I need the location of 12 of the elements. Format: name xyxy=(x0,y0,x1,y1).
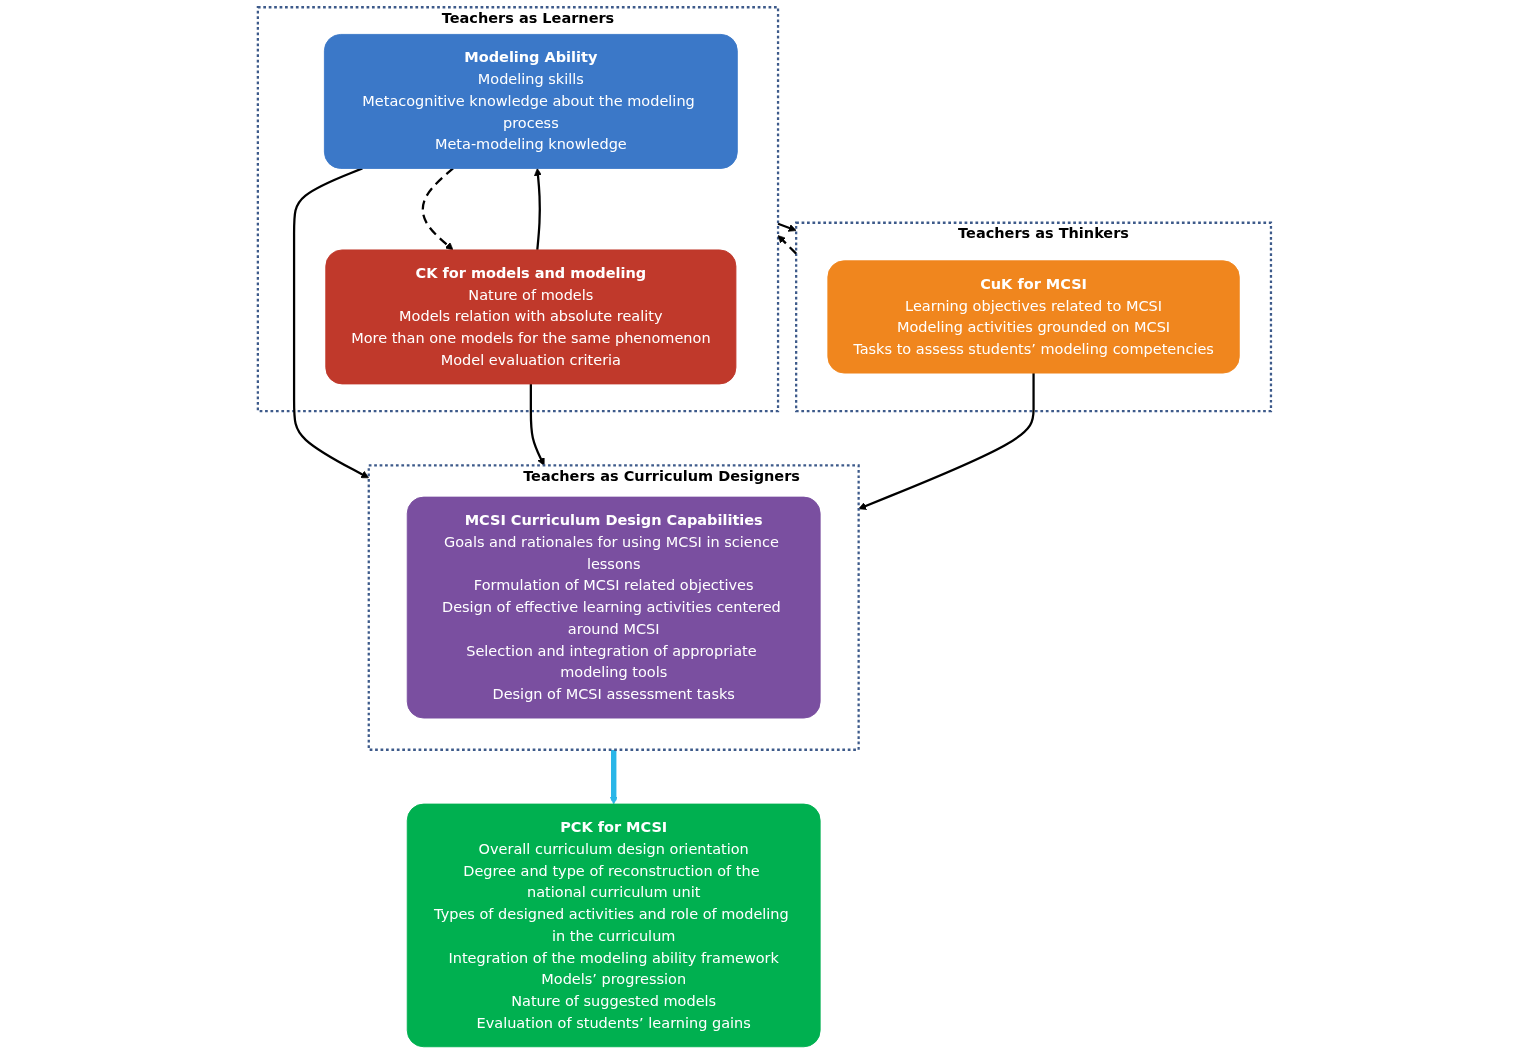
arrow xyxy=(858,373,1035,510)
arrow xyxy=(777,222,797,232)
node-box: PCK for MCSI Overall curriculum design orientation Degree and type of reconstruction of the national curriculum unit Types of designed activities and role of modeling in the curriculum Integration of the modeling ability framework Models’ progression Nature of suggested models Evaluation of students’ learning gains xyxy=(406,803,821,1048)
node-box: Modeling Ability Modeling skills Metacognitive knowledge about the modeling process Meta-modeling knowledge xyxy=(324,33,738,169)
node-box: CK for models and modeling Nature of models Models relation with absolute reality More than one models for the same phenomenon Model evaluation criteria xyxy=(325,249,737,385)
arrow xyxy=(529,383,545,466)
arrow xyxy=(777,235,798,255)
node-box: CuK for MCSI Learning objectives related to MCSI Modeling activities grounded on MCSI Tasks to assess students’ modeling competencies xyxy=(827,260,1240,374)
arrow xyxy=(534,168,543,251)
arrow xyxy=(609,749,618,805)
arrow xyxy=(421,167,454,251)
node-box: MCSI Curriculum Design Capabilities Goals and rationales for using MCSI in science lessons Formulation of MCSI related objectives Design of effective learning activities centered around MCSI Selection and integration of appropriate modeling tools Design of MCSI assessment tasks xyxy=(406,496,821,719)
